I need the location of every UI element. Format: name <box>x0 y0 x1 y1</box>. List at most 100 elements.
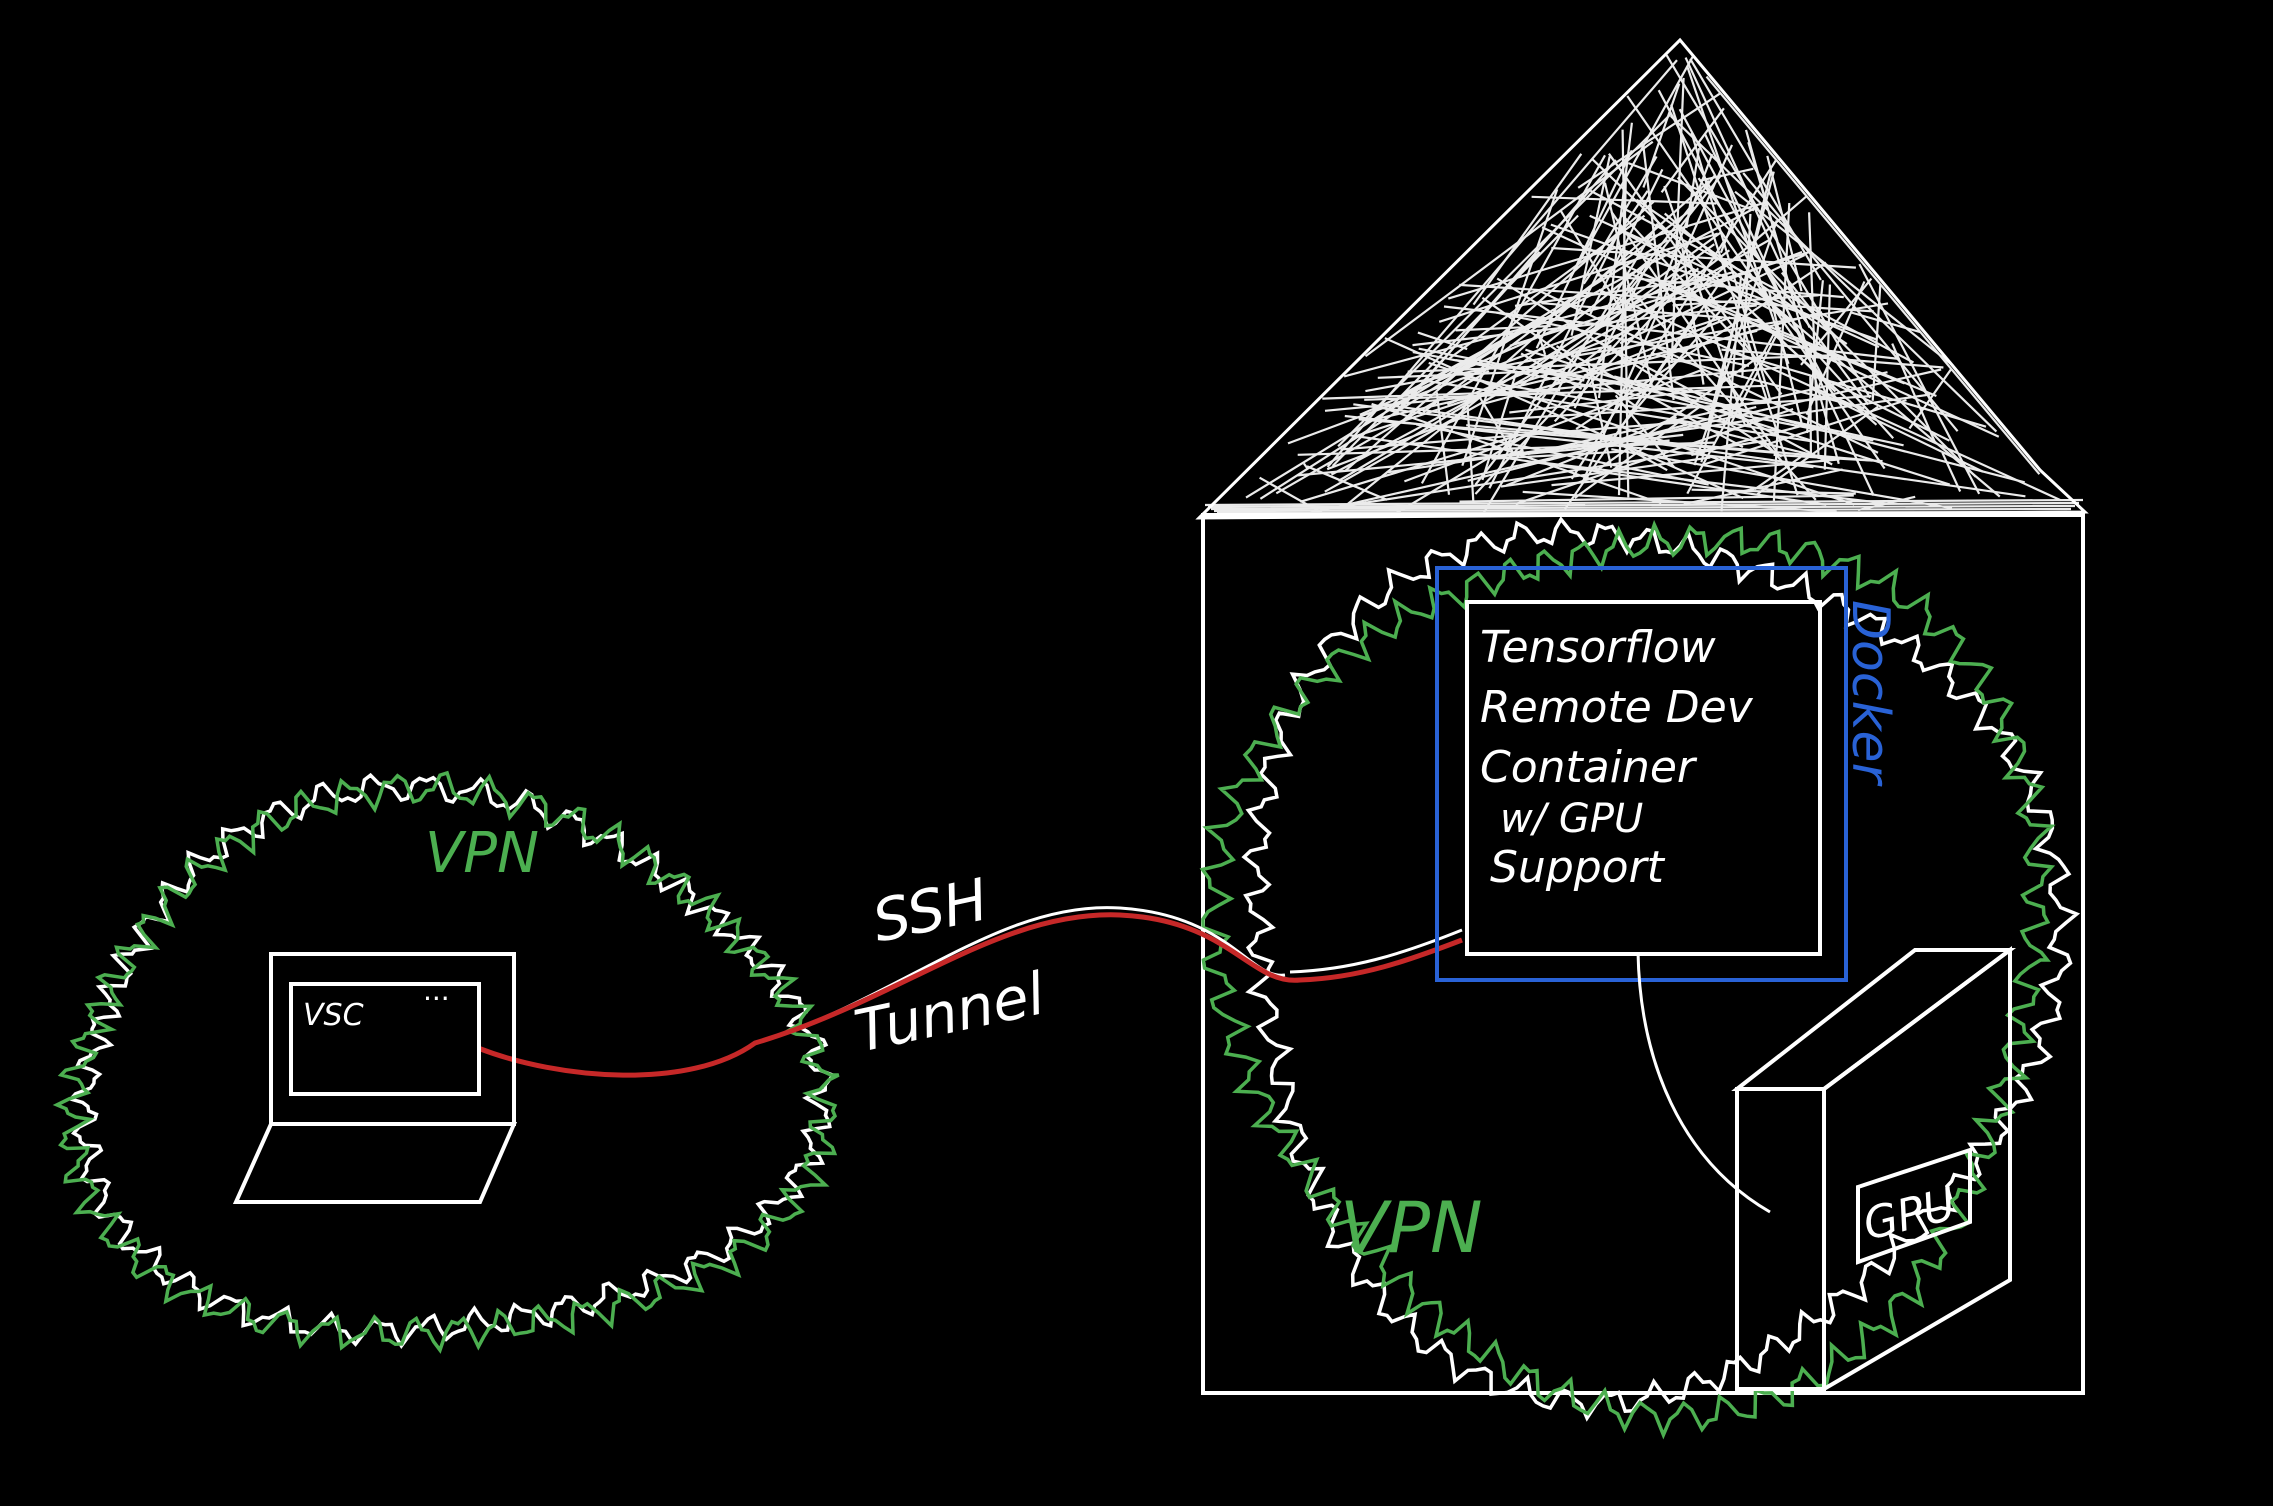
cloud-left-outline <box>67 772 836 1350</box>
cloud-left-vpn-boundary <box>52 770 840 1354</box>
roof-scribble-line <box>1275 369 1490 495</box>
roof-scribble-line <box>1681 247 1705 385</box>
roof-scribble-line <box>1598 288 2062 502</box>
roof-scribble-line <box>1577 92 1721 189</box>
roof-scribble-line <box>1509 387 1720 414</box>
roof-scribble-line <box>1210 504 2076 511</box>
roof-scribble-line <box>1621 129 1630 498</box>
roof-scribble-line <box>1620 444 1668 472</box>
roof-scribble-line <box>1500 456 1711 488</box>
gpu-label: GPU <box>1858 1179 1960 1251</box>
roof-scribble-line <box>1337 112 1672 448</box>
roof-scribble-line <box>1353 316 1723 438</box>
roof-scribble-line <box>1384 337 1744 500</box>
roof-scribble-line <box>1541 302 1763 322</box>
docker-box: Docker <box>1435 566 1900 982</box>
roof-scribble-line <box>1536 329 1547 356</box>
roof-scribble-line <box>1766 155 1803 292</box>
container-gpu-link <box>1636 951 1771 1214</box>
roof-scribble-line <box>1426 379 1812 443</box>
roof-scribble-line <box>1758 289 1895 440</box>
roof-scribble-line <box>1676 176 1977 478</box>
roof-scribble-line <box>1459 283 1874 313</box>
roof-scribble-line <box>1204 498 2084 507</box>
roof-scribble-line <box>1614 394 1676 468</box>
roof-scribble-line <box>1342 258 1653 509</box>
roof-scribble-line <box>1344 200 1655 472</box>
roof-scribble-line <box>1407 354 1838 373</box>
vpn-cloud-right: VPN <box>1199 516 2081 1440</box>
roof-scribble-line <box>1665 54 1871 399</box>
roof-scribble-line <box>1809 386 1984 473</box>
roof-scribble-line <box>1303 462 1309 470</box>
roof-scribble-line <box>1941 452 1962 492</box>
roof-scribble-line <box>1590 189 1915 364</box>
roof-scribble-line <box>1455 324 1551 332</box>
roof-scribble-line <box>1686 48 1725 93</box>
roof-scribble-line <box>1340 420 1688 451</box>
vpn-label-left: VPN <box>425 821 539 886</box>
roof-scribble-line <box>1705 75 2041 475</box>
roof-scribble-line <box>1634 269 1937 398</box>
laptop-base <box>232 1122 518 1204</box>
roof-scribble-line <box>1481 370 1518 481</box>
roof-scribble-line <box>1754 456 1802 491</box>
ssh-tunnel: SSH Tunnel <box>477 865 1463 1078</box>
roof-scribble-line <box>1660 107 1725 193</box>
cloud-right-vpn-boundary <box>1199 519 2056 1440</box>
roof-scribble-line <box>1538 289 1879 454</box>
roof-scribble-line <box>1773 453 1883 463</box>
container-line-4: w/ GPU <box>1500 796 1643 842</box>
roof-scribble-line <box>1808 212 1820 459</box>
roof-scribble-line <box>1420 433 1684 466</box>
gpu-side <box>1822 946 2012 1393</box>
roof-scribble-line <box>1527 371 1888 456</box>
gpu-top <box>1731 948 2017 1091</box>
tunnel-red-line <box>477 912 1463 1078</box>
roof-scribble-line <box>1207 501 2080 509</box>
roof-scribble-line <box>1597 122 1633 399</box>
roof-scribble-line <box>1699 167 1754 182</box>
container-line-2: Remote Dev <box>1480 682 1754 733</box>
laptop-app-label: VSC <box>303 998 364 1033</box>
roof-scribble-line <box>1596 274 1844 299</box>
roof-scribble-line <box>1891 343 1936 443</box>
container-line-3: Container <box>1480 742 1698 793</box>
roof-scribble-line <box>1823 284 1831 470</box>
roof-scribble-line <box>1491 450 1621 460</box>
tunnel-white-segment-right <box>1289 928 1463 974</box>
roof-scribble-line <box>1543 461 1887 505</box>
roof-scribble-line <box>1683 468 1843 506</box>
roof-scribble-line <box>1306 465 1388 501</box>
roof-scribble-line <box>1686 66 1790 365</box>
roof-scribble-line <box>1684 57 1811 329</box>
roof-scribble-line <box>1608 153 1783 396</box>
house-body <box>1201 513 2085 1395</box>
roof-scribble-line <box>1216 510 2068 515</box>
roof-scribble-line <box>1721 348 1944 369</box>
container-boundary <box>1465 600 1822 956</box>
roof-scribble-line <box>1669 115 1998 433</box>
gpu-label-box <box>1856 1147 1972 1265</box>
roof-scribble-line <box>1819 375 1950 442</box>
container-box: Tensorflow Remote Dev Container w/ GPU S… <box>1465 600 1822 956</box>
roof-scribble-line <box>1592 338 1833 466</box>
roof-scribble-line <box>1403 316 1545 395</box>
house-icon <box>1195 37 2089 1395</box>
roof-scribble-line <box>1394 251 1541 414</box>
roof-scribble-line <box>1364 384 1766 401</box>
laptop-dots: ... <box>423 974 450 1007</box>
roof-scribble-line <box>1741 213 1752 378</box>
roof-scribble-line <box>1505 416 1678 487</box>
roof-scribble-line <box>1415 423 1709 486</box>
roof-scribble-line <box>1380 403 2026 498</box>
roof-scribble-line <box>1742 172 1959 432</box>
roof-scribble-line <box>1573 260 1651 409</box>
vpn-label-right: VPN <box>1340 1187 1482 1269</box>
roof-scribble-line <box>1567 56 1694 283</box>
roof-scribble-line <box>1438 232 1719 323</box>
cloud-right-outline <box>1241 516 2081 1422</box>
roof-scribble-line <box>1772 202 1791 501</box>
laptop-icon: VSC ... <box>232 952 518 1204</box>
